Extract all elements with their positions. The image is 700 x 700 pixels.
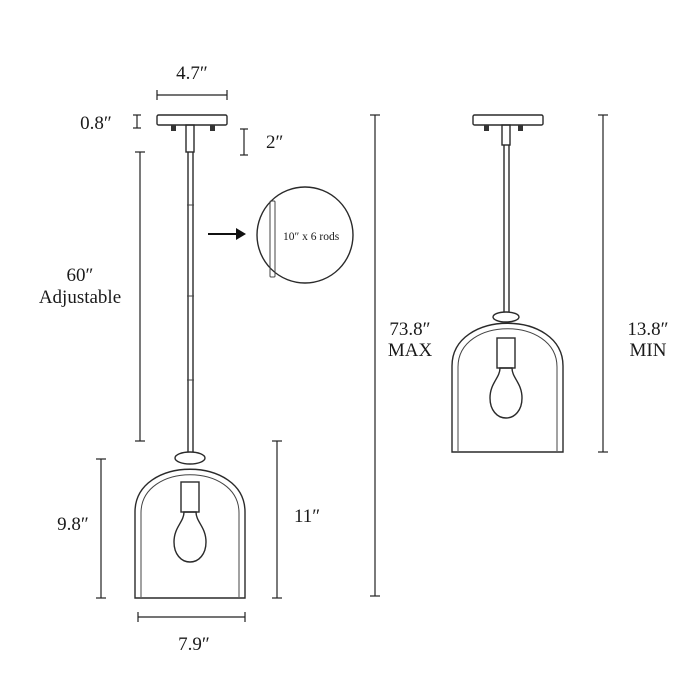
min-label: MIN xyxy=(630,340,667,361)
left-light-bulb-icon xyxy=(173,511,207,563)
dim-shade-width: 7.9″ xyxy=(137,612,246,655)
left-canopy-screw-1 xyxy=(171,125,176,131)
dim-rod-length: 60″ Adjustable xyxy=(39,151,145,442)
right-canopy-screw-2 xyxy=(518,125,523,131)
left-socket xyxy=(180,481,200,513)
shade-height-label: 9.8″ xyxy=(57,514,89,535)
max-label: MAX xyxy=(388,340,433,361)
rod-length-label: 60″ xyxy=(67,265,94,286)
max-value-label: 73.8″ xyxy=(389,319,430,340)
rods-callout-circle xyxy=(256,186,354,284)
right-socket xyxy=(496,337,516,369)
dim-canopy-width: 4.7″ xyxy=(156,63,228,100)
dim-min-height: 13.8″ MIN xyxy=(598,114,669,453)
right-canopy xyxy=(472,114,544,126)
min-value-label: 13.8″ xyxy=(627,319,668,340)
right-shade-outer xyxy=(451,322,564,453)
right-canopy-screw-1 xyxy=(484,125,489,131)
left-fixture xyxy=(134,114,246,599)
dim-shade-height: 9.8″ xyxy=(57,458,106,599)
rods-callout: 10″ x 6 rods xyxy=(208,186,354,284)
left-shade-cap xyxy=(174,451,206,465)
dim-canopy-height: 0.8″ xyxy=(80,113,141,134)
left-canopy xyxy=(156,114,228,126)
left-shade-outer xyxy=(134,468,246,599)
dim-max-height: 73.8″ MAX xyxy=(370,114,433,597)
right-shade-inner xyxy=(457,328,558,451)
right-fixture xyxy=(451,114,564,453)
left-canopy-screw-2 xyxy=(210,125,215,131)
canopy-height-label: 0.8″ xyxy=(80,113,112,134)
right-rod-top-coupler xyxy=(501,124,511,146)
dim-fixture-height: 11″ xyxy=(272,440,320,599)
rods-note-label: 10″ x 6 rods xyxy=(283,231,340,243)
right-light-bulb-icon xyxy=(489,367,523,419)
canopy-gap-label: 2″ xyxy=(266,132,283,153)
canopy-width-label: 4.7″ xyxy=(176,63,208,84)
rods-callout-rod xyxy=(269,200,276,278)
fixture-height-label: 11″ xyxy=(294,506,320,527)
right-arrow-icon xyxy=(208,228,246,240)
right-shade-cap xyxy=(492,311,520,323)
shade-width-label: 7.9″ xyxy=(178,634,210,655)
dim-canopy-gap: 2″ xyxy=(240,128,283,156)
left-shade-inner xyxy=(140,474,240,597)
rod-adjustable-label: Adjustable xyxy=(39,287,121,308)
left-rod-top-coupler xyxy=(185,124,195,153)
